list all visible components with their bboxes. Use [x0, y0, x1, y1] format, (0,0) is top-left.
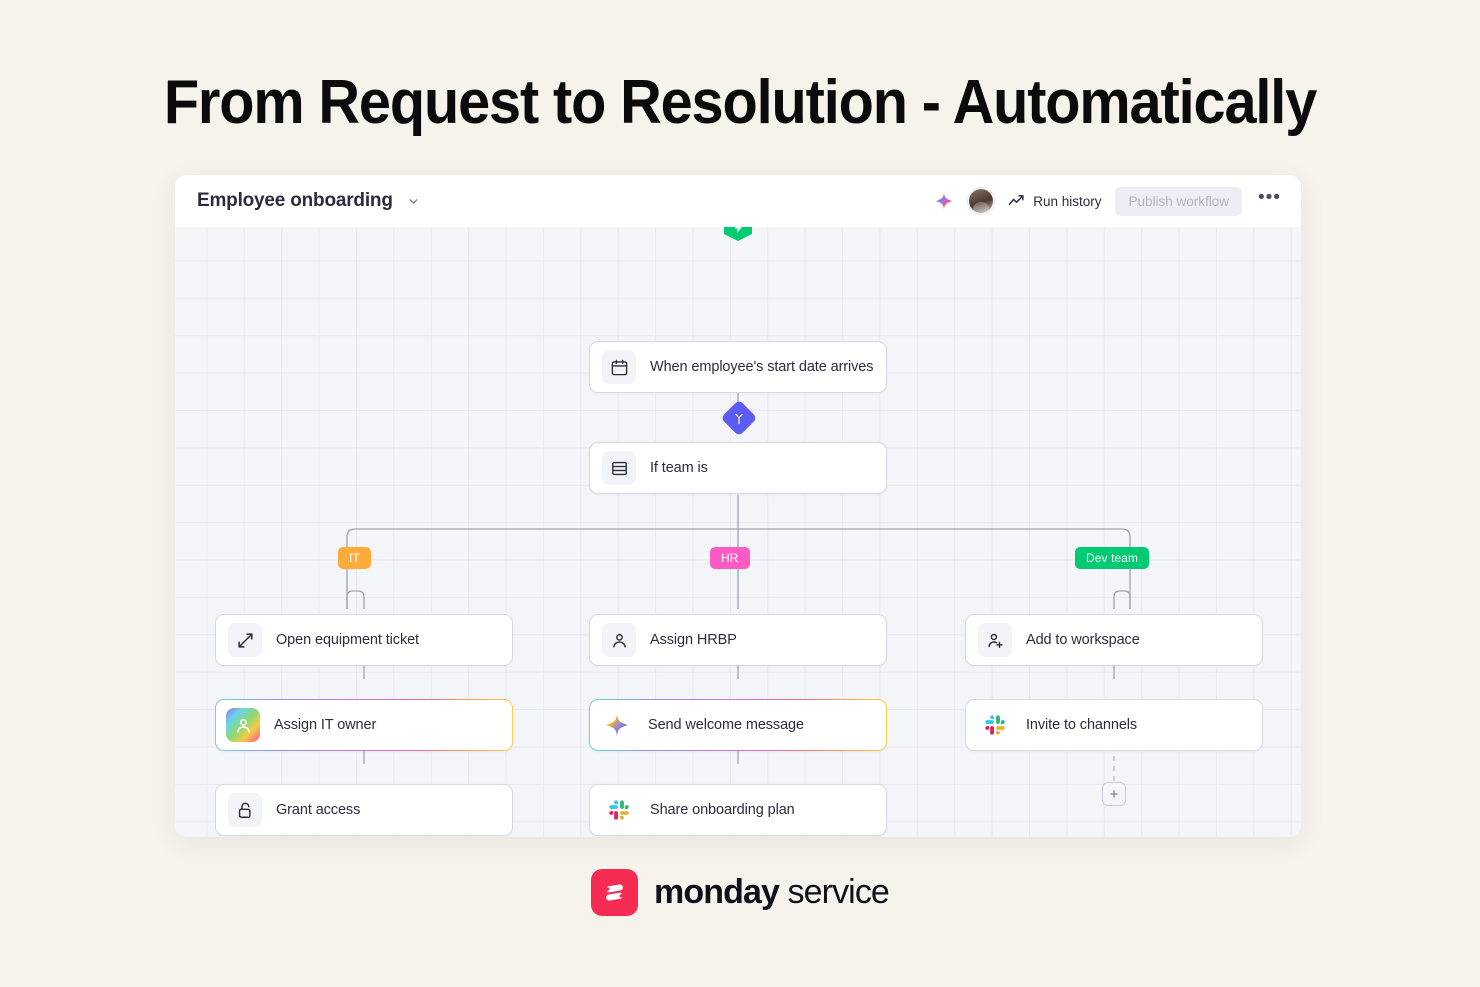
- workflow-canvas[interactable]: When employee's start date arrives If te…: [175, 227, 1301, 837]
- workflow-title: Employee onboarding: [197, 190, 393, 211]
- node-open-equipment-ticket[interactable]: Open equipment ticket: [215, 614, 513, 666]
- unlock-icon: [228, 793, 262, 827]
- brand-footer: monday service: [0, 869, 1480, 916]
- slack-icon: [978, 708, 1012, 742]
- chevron-down-icon[interactable]: [407, 195, 420, 208]
- add-step-button[interactable]: +: [1102, 782, 1126, 806]
- branch-icon: [735, 413, 743, 424]
- person-plus-icon: [978, 623, 1012, 657]
- workflow-app-window: Employee onboarding Run history: [175, 175, 1301, 837]
- branch-pill-it[interactable]: IT: [338, 547, 371, 569]
- node-assign-it-owner[interactable]: Assign IT owner: [215, 699, 513, 751]
- node-label: Assign HRBP: [650, 632, 737, 648]
- trend-line-icon: [1008, 194, 1024, 205]
- product-name: service: [787, 873, 890, 911]
- trigger-badge[interactable]: [724, 227, 752, 241]
- more-options-button[interactable]: •••: [1258, 187, 1281, 208]
- ai-sparkle-icon[interactable]: [934, 191, 954, 211]
- node-label: Add to workspace: [1026, 632, 1140, 648]
- publish-workflow-button[interactable]: Publish workflow: [1115, 186, 1243, 216]
- node-assign-hrbp[interactable]: Assign HRBP: [589, 614, 887, 666]
- node-invite-to-channels[interactable]: Invite to channels: [965, 699, 1263, 751]
- node-label: Grant access: [276, 802, 361, 818]
- run-history-button[interactable]: Run history: [1008, 193, 1101, 210]
- node-grant-access[interactable]: Grant access: [215, 784, 513, 836]
- monday-logo-icon: [591, 869, 639, 916]
- person-gradient-icon: [226, 708, 260, 742]
- sparkle-star-icon: [600, 708, 634, 742]
- branch-pill-hr[interactable]: HR: [710, 547, 750, 569]
- node-add-to-workspace[interactable]: Add to workspace: [965, 614, 1263, 666]
- calendar-icon: [602, 350, 636, 384]
- condition-badge[interactable]: [720, 399, 758, 437]
- person-icon: [602, 623, 636, 657]
- run-history-label: Run history: [1033, 193, 1102, 209]
- node-label: If team is: [650, 460, 708, 476]
- node-share-onboarding-plan[interactable]: Share onboarding plan: [589, 784, 887, 836]
- node-label: Share onboarding plan: [650, 802, 795, 818]
- branch-pill-dev-team[interactable]: Dev team: [1075, 547, 1150, 569]
- node-send-welcome-message[interactable]: Send welcome message: [589, 699, 887, 751]
- page-title: From Request to Resolution - Automatical…: [163, 68, 1317, 137]
- node-label: When employee's start date arrives: [650, 359, 874, 375]
- node-trigger[interactable]: When employee's start date arrives: [589, 341, 887, 393]
- list-rows-icon: [602, 451, 636, 485]
- node-condition[interactable]: If team is: [589, 442, 887, 494]
- slack-icon: [602, 793, 636, 827]
- node-label: Send welcome message: [648, 717, 804, 733]
- brand-name: monday: [654, 873, 780, 911]
- node-label: Assign IT owner: [274, 717, 377, 733]
- brand-wordmark: monday service: [654, 873, 890, 912]
- avatar[interactable]: [968, 188, 995, 214]
- app-toolbar: Employee onboarding Run history: [175, 175, 1301, 227]
- node-label: Invite to channels: [1026, 717, 1138, 733]
- lightning-bolt-icon: [734, 227, 742, 233]
- toolbar-actions: Run history Publish workflow •••: [934, 186, 1283, 216]
- node-label: Open equipment ticket: [276, 632, 419, 648]
- expand-arrows-icon: [228, 623, 262, 657]
